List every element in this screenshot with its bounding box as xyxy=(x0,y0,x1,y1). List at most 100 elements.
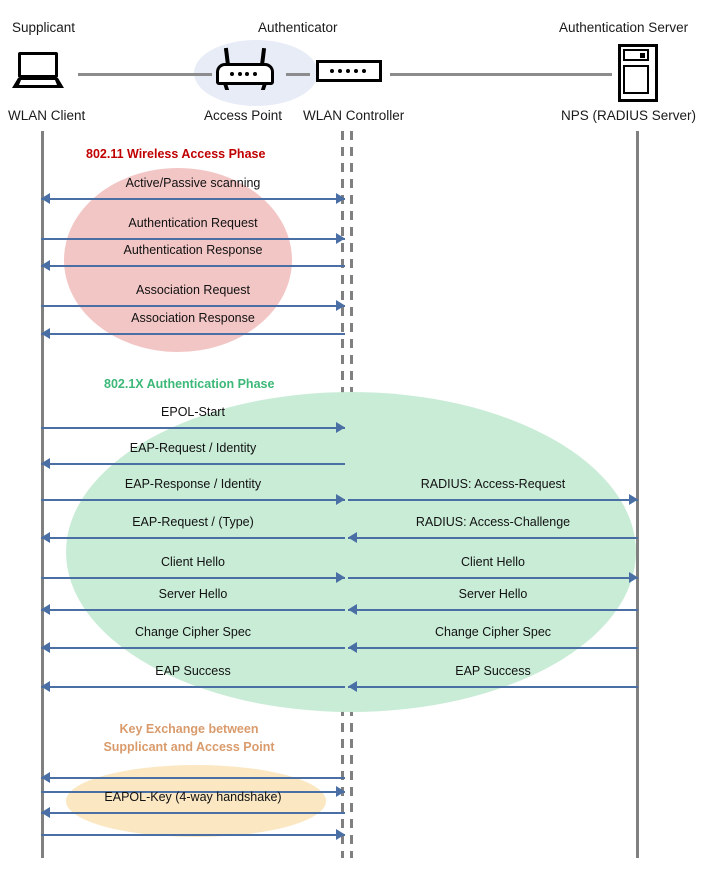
message-arrow xyxy=(41,642,345,653)
message-label: Client Hello xyxy=(461,555,525,569)
arrow-shaft xyxy=(41,537,345,539)
wlan-controller-icon xyxy=(316,60,382,82)
arrowhead-left-icon xyxy=(41,772,50,783)
arrowhead-right-icon xyxy=(629,494,638,505)
message-arrow xyxy=(41,532,345,543)
message-label: Association Response xyxy=(131,311,255,325)
phase-label-wireless-access: 802.11 Wireless Access Phase xyxy=(86,147,266,161)
arrowhead-right-icon xyxy=(336,572,345,583)
arrowhead-right-icon xyxy=(336,300,345,311)
arrowhead-left-icon xyxy=(41,328,50,339)
arrow-shaft xyxy=(348,499,638,501)
phase-label-key-exchange-line2: Supplicant and Access Point xyxy=(103,740,275,754)
message-label: RADIUS: Access-Request xyxy=(420,477,566,491)
arrow-shaft xyxy=(41,812,345,814)
arrow-shaft xyxy=(41,305,345,307)
actor-device-wlan-controller: WLAN Controller xyxy=(303,108,405,123)
message-arrow xyxy=(41,807,345,818)
arrowhead-left-icon xyxy=(348,604,357,615)
message-label: Server Hello xyxy=(158,587,228,601)
message-arrow xyxy=(41,772,345,783)
actor-device-wlan-client: WLAN Client xyxy=(8,108,86,123)
arrowhead-left-icon xyxy=(41,193,50,204)
actor-device-nps: NPS (RADIUS Server) xyxy=(561,108,697,123)
message-label: Change Cipher Spec xyxy=(134,625,252,639)
message-label: EPOL-Start xyxy=(161,405,225,419)
arrow-shaft xyxy=(41,609,345,611)
arrowhead-right-icon xyxy=(336,829,345,840)
arrow-shaft xyxy=(348,577,638,579)
arrow-shaft xyxy=(348,686,638,688)
message-label: EAP-Request / (Type) xyxy=(132,515,254,529)
message-label: EAP Success xyxy=(155,664,231,678)
phase-label-key-exchange-line1: Key Exchange between xyxy=(119,722,259,736)
message-label: EAPOL-Key (4-way handshake) xyxy=(104,790,282,804)
arrow-shaft xyxy=(41,834,345,836)
lifeline-auth-server xyxy=(636,131,639,858)
arrowhead-left-icon xyxy=(348,642,357,653)
arrow-shaft xyxy=(41,499,345,501)
message-arrow xyxy=(41,422,345,433)
message-arrow xyxy=(41,328,345,339)
message-label: RADIUS: Access-Challenge xyxy=(415,515,571,529)
arrow-shaft xyxy=(41,198,345,200)
arrowhead-left-icon xyxy=(348,532,357,543)
arrowhead-left-icon xyxy=(41,604,50,615)
message-label: Association Request xyxy=(136,283,250,297)
message-arrow xyxy=(41,193,345,204)
arrow-shaft xyxy=(348,537,638,539)
message-label: EAP Success xyxy=(455,664,531,678)
access-point-icon xyxy=(216,47,274,90)
message-arrow xyxy=(41,681,345,692)
actor-role-supplicant: Supplicant xyxy=(12,20,76,35)
message-label: Authentication Request xyxy=(128,216,258,230)
server-icon xyxy=(618,44,658,102)
message-arrow xyxy=(348,494,638,505)
message-arrow xyxy=(348,642,638,653)
actor-role-authenticator: Authenticator xyxy=(258,20,338,35)
arrow-shaft xyxy=(41,333,345,335)
arrowhead-left-icon xyxy=(41,807,50,818)
arrowhead-left-icon xyxy=(41,642,50,653)
arrowhead-left-icon xyxy=(41,260,50,271)
arrowhead-left-icon xyxy=(41,681,50,692)
message-arrow xyxy=(348,681,638,692)
arrowhead-right-icon xyxy=(336,422,345,433)
message-arrow xyxy=(41,300,345,311)
arrowhead-left-icon xyxy=(348,681,357,692)
arrowhead-right-icon xyxy=(336,786,345,797)
arrow-shaft xyxy=(348,609,638,611)
arrow-shaft xyxy=(41,463,345,465)
message-label: Change Cipher Spec xyxy=(434,625,552,639)
message-arrow xyxy=(41,786,345,797)
message-label: Authentication Response xyxy=(123,243,263,257)
message-label: Active/Passive scanning xyxy=(125,176,261,190)
message-arrow xyxy=(41,494,345,505)
message-arrow xyxy=(41,572,345,583)
arrow-shaft xyxy=(41,647,345,649)
arrow-shaft xyxy=(41,265,345,267)
link-ap-ctrl xyxy=(286,73,310,76)
phase-label-dot1x: 802.1X Authentication Phase xyxy=(104,377,275,391)
phase-blob-dot1x xyxy=(66,392,636,712)
arrow-shaft xyxy=(41,791,345,793)
message-arrow xyxy=(41,604,345,615)
message-label: EAP-Response / Identity xyxy=(124,477,262,491)
link-ctrl-nps xyxy=(390,73,612,76)
arrowhead-right-icon xyxy=(336,193,345,204)
message-arrow xyxy=(41,260,345,271)
message-arrow xyxy=(348,532,638,543)
arrowhead-left-icon xyxy=(41,458,50,469)
message-arrow xyxy=(41,233,345,244)
actor-role-auth-server: Authentication Server xyxy=(559,20,689,35)
arrowhead-left-icon xyxy=(41,532,50,543)
arrowhead-right-icon xyxy=(629,572,638,583)
actor-device-access-point: Access Point xyxy=(204,108,283,123)
arrowhead-right-icon xyxy=(336,494,345,505)
arrow-shaft xyxy=(41,427,345,429)
arrow-shaft xyxy=(41,238,345,240)
message-label: EAP-Request / Identity xyxy=(129,441,257,455)
message-arrow xyxy=(348,572,638,583)
message-arrow xyxy=(41,458,345,469)
